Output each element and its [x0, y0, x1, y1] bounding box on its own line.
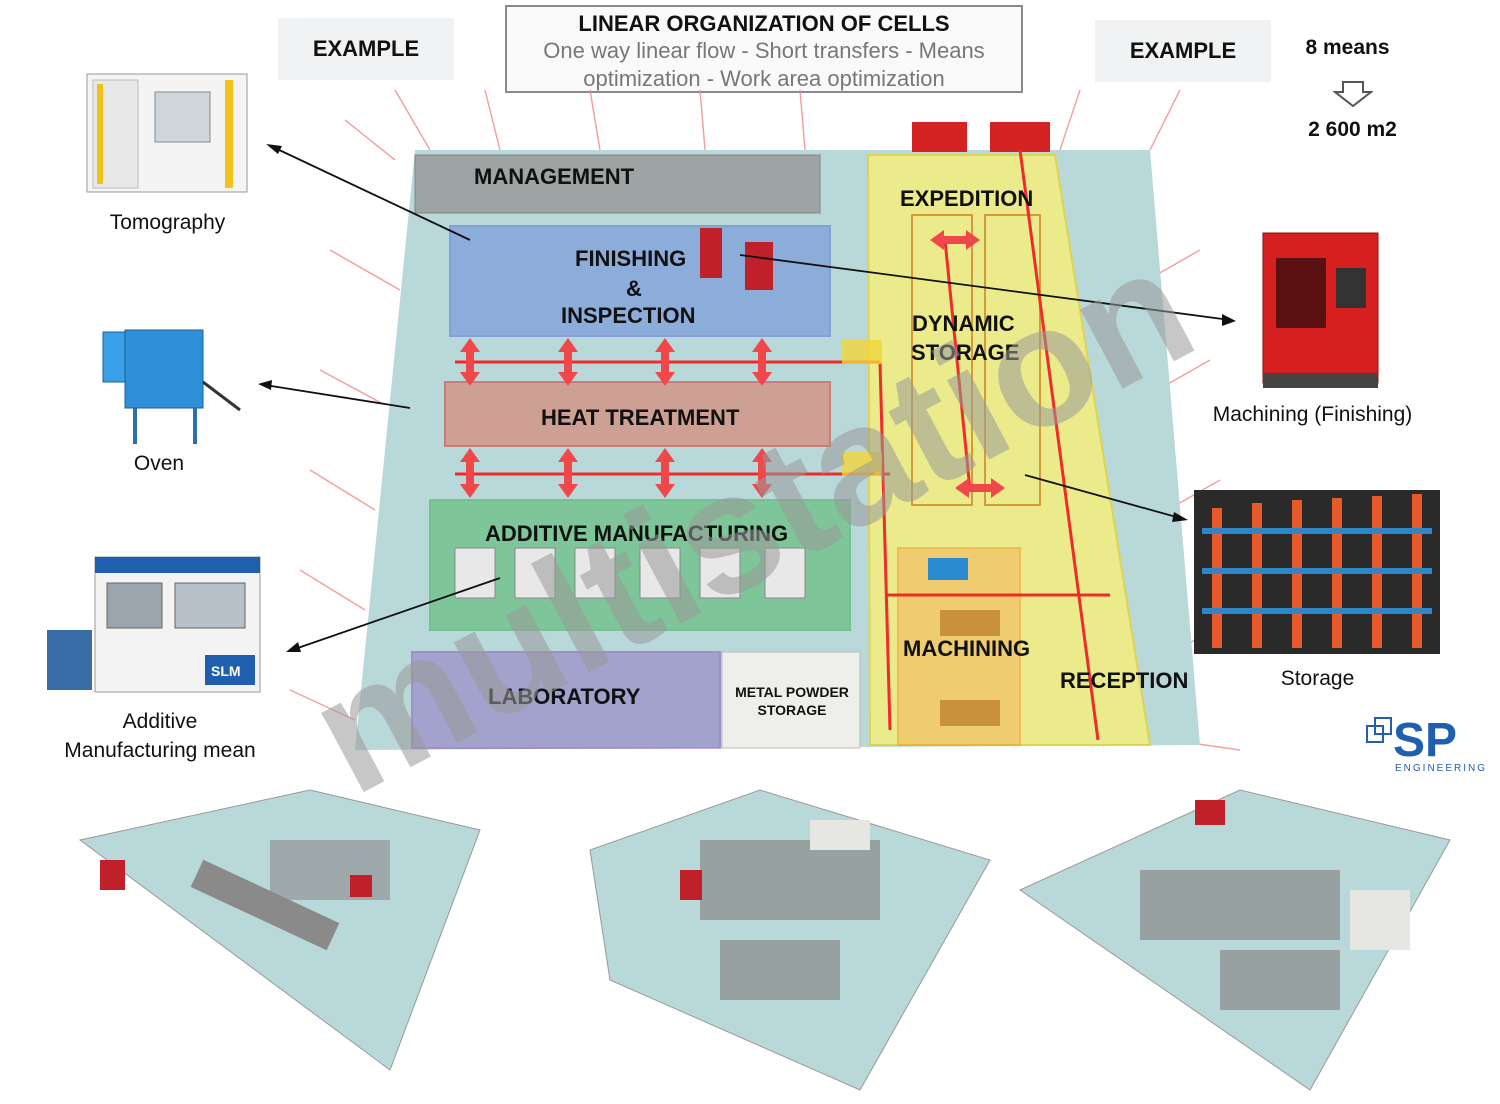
machining-label: MACHINING [903, 636, 1031, 661]
flow-arrow [460, 448, 480, 498]
laboratory-zone [411, 651, 721, 749]
flow-arrow [752, 448, 772, 498]
dynamic-label: DYNAMIC [912, 311, 1015, 336]
perspective-view-1 [78, 789, 481, 1071]
flow-arrow [655, 338, 675, 386]
door-1 [912, 122, 967, 152]
door-2 [990, 122, 1050, 152]
perspective-view-2 [589, 789, 991, 1091]
machining-photo [1262, 232, 1379, 388]
inspection-label: INSPECTION [561, 303, 696, 328]
logo-subtitle: ENGINEERING [1395, 763, 1487, 774]
pointer-heads [258, 144, 1236, 652]
machining-bench-2 [940, 700, 1000, 726]
hatched-areas [842, 340, 882, 476]
header-subtitle-line1: One way linear flow - Short transfers - … [543, 38, 985, 63]
tomography-photo [86, 73, 248, 193]
additive-label: ADDITIVE MANUFACTURING [485, 521, 789, 546]
expedition-label: EXPEDITION [900, 186, 1034, 211]
reception-label: RECEPTION [1060, 668, 1189, 693]
means-count: 8 means [1305, 36, 1390, 59]
means-area: 2 600 m2 [1308, 118, 1397, 141]
machining-caption: Machining (Finishing) [1212, 403, 1413, 426]
perspective-view-3 [1018, 789, 1451, 1091]
flow-arrow [558, 448, 578, 498]
finishing-label: FINISHING [575, 246, 687, 271]
sp-engineering-logo: SP ENGINEERING [1366, 714, 1487, 774]
flow-arrow [460, 338, 480, 386]
storage-photo [1194, 490, 1440, 654]
dynamic-storage-label: STORAGE [911, 340, 1020, 365]
oven-caption: Oven [133, 452, 185, 475]
additive-machines [454, 547, 806, 599]
machining-bench-1 [940, 610, 1000, 636]
slm-brand-text: SLM [211, 663, 241, 679]
finishing-amp-label: & [626, 276, 642, 301]
storage-racks [911, 214, 1041, 506]
laboratory-label: LABORATORY [488, 684, 641, 709]
down-arrow-icon [1333, 81, 1373, 108]
header-subtitle-line2: optimization - Work area optimization [583, 66, 945, 91]
flow-arrow [558, 338, 578, 386]
management-label: MANAGEMENT [474, 164, 635, 189]
machining-table [928, 558, 968, 580]
flow-arrows [460, 230, 1005, 498]
example-label-left: EXAMPLE [278, 18, 454, 80]
storage-caption: Storage [1280, 667, 1355, 690]
additive-caption-line1: Additive [122, 710, 198, 733]
tomography-caption: Tomography [109, 211, 226, 234]
finishing-machine-1 [700, 228, 722, 278]
finishing-machine-2 [745, 242, 773, 290]
pointer-lines [264, 147, 1231, 651]
additive-caption-line2: Manufacturing mean [64, 739, 256, 762]
metal-powder-zone [721, 651, 861, 749]
management-zone [414, 154, 821, 214]
heat-treatment-zone [444, 381, 831, 447]
metal-powder-storage-label: STORAGE [757, 702, 827, 718]
additive-machine-photo: SLM [47, 556, 261, 693]
oven-photo [102, 329, 241, 444]
flow-arrow [955, 478, 1005, 498]
flow-arrow [655, 448, 675, 498]
header-title: LINEAR ORGANIZATION OF CELLS [578, 11, 950, 36]
header-box: LINEAR ORGANIZATION OF CELLS One way lin… [505, 5, 1023, 93]
example-label-right: EXAMPLE [1095, 20, 1271, 82]
logo-mark: SP [1393, 714, 1457, 767]
flow-arrow [930, 230, 980, 250]
heat-treatment-label: HEAT TREATMENT [541, 405, 740, 430]
metal-powder-label: METAL POWDER [735, 684, 849, 700]
flow-arrow [752, 338, 772, 386]
